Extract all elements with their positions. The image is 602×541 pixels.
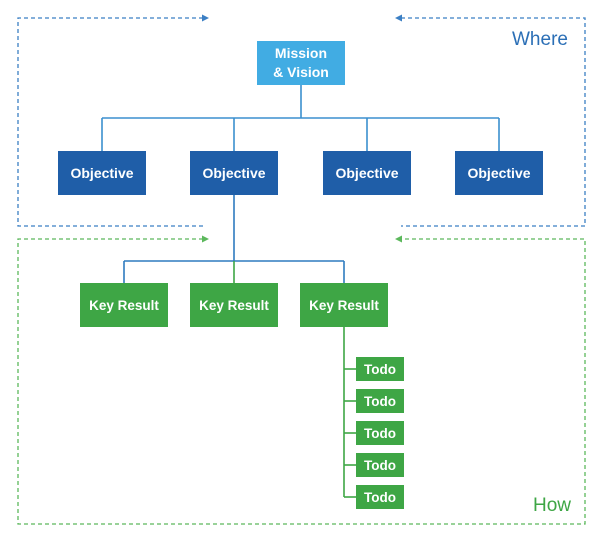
mission-objective-connectors: [101, 85, 500, 151]
todo-node-5: Todo: [356, 485, 404, 509]
where-zone-frame: [17, 17, 586, 227]
key-result-node-3: Key Result: [300, 283, 388, 327]
objective-node-3: Objective: [323, 151, 411, 195]
objective-node-1: Objective: [58, 151, 146, 195]
mission-vision-node: Mission & Vision: [257, 41, 345, 85]
objective-node-4: Objective: [455, 151, 543, 195]
todo-node-2: Todo: [356, 389, 404, 413]
objective-node-2: Objective: [190, 151, 278, 195]
where-zone-arrows: [202, 14, 402, 22]
todo-node-1: Todo: [356, 357, 404, 381]
todo-node-4: Todo: [356, 453, 404, 477]
how-zone-label: How: [533, 495, 572, 516]
keyresult-todo-connectors: [343, 327, 356, 498]
todo-node-3: Todo: [356, 421, 404, 445]
key-result-node-2: Key Result: [190, 283, 278, 327]
where-zone-label: Where: [512, 29, 568, 50]
how-zone-frame: [17, 238, 586, 525]
key-result-node-1: Key Result: [80, 283, 168, 327]
how-zone-arrows: [202, 235, 402, 243]
